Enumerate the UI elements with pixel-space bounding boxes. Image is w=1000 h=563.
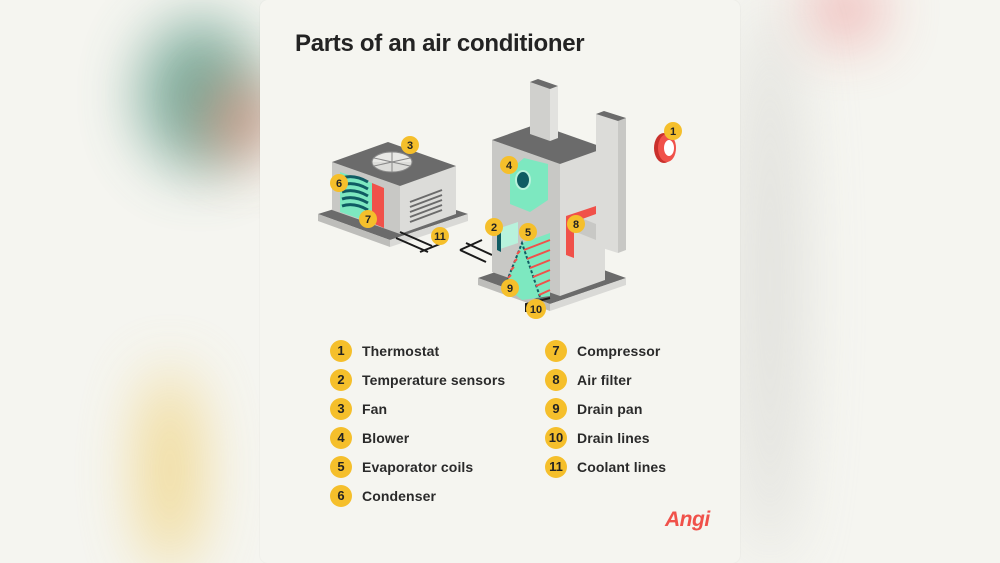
legend-item: 8 Air filter [545, 365, 666, 394]
thermostat-icon [654, 133, 676, 163]
svg-text:7: 7 [365, 214, 371, 226]
badge-8: 8 [567, 215, 585, 233]
legend-label: Condenser [362, 487, 437, 504]
svg-text:5: 5 [525, 227, 531, 239]
legend-label: Fan [362, 400, 388, 417]
badge-7: 7 [359, 210, 377, 228]
legend-label: Compressor [577, 342, 661, 359]
legend-number-badge: 9 [545, 397, 567, 420]
legend-item: 10 Drain lines [545, 423, 666, 452]
svg-text:3: 3 [407, 140, 413, 152]
svg-text:11: 11 [434, 231, 446, 243]
legend-right-column: 7 Compressor 8 Air filter 9 Drain pan 10 Dra… [545, 336, 666, 481]
svg-text:4: 4 [506, 160, 513, 172]
callout-badges: 1 2 3 4 5 6 7 8 9 10 11 [330, 122, 682, 319]
legend-label: Evaporator coils [362, 458, 474, 475]
svg-text:1: 1 [670, 126, 676, 138]
badge-2: 2 [485, 218, 503, 236]
legend-item: 3 Fan [330, 394, 505, 423]
air-conditioner-illustration: 1 2 3 4 5 6 7 8 9 10 11 [318, 79, 682, 319]
legend-item: 4 Blower [330, 423, 505, 452]
legend-number-badge: 5 [330, 455, 352, 478]
legend-label: Drain pan [577, 400, 643, 417]
badge-1: 1 [664, 122, 682, 140]
legend-number-badge: 11 [545, 455, 567, 478]
badge-9: 9 [501, 279, 519, 297]
angi-logo: Angi [665, 508, 710, 531]
badge-11: 11 [431, 227, 449, 245]
legend-number-badge: 6 [330, 484, 352, 507]
page-title: Parts of an air conditioner [295, 30, 585, 57]
legend-label: Thermostat [362, 342, 440, 359]
legend-number-badge: 1 [330, 339, 352, 362]
legend-item: 5 Evaporator coils [330, 452, 505, 481]
legend-label: Air filter [577, 371, 632, 388]
bg-blob-pink [810, 0, 880, 40]
badge-4: 4 [500, 156, 518, 174]
legend-number-badge: 7 [545, 339, 567, 362]
legend-label: Blower [362, 429, 410, 446]
condenser-unit [318, 142, 468, 247]
legend-item: 11 Coolant lines [545, 452, 666, 481]
legend-number-badge: 8 [545, 368, 567, 391]
legend-item: 1 Thermostat [330, 336, 505, 365]
furnace-unit [478, 79, 626, 312]
infographic-card: Parts of an air conditioner [260, 0, 740, 563]
bg-blob-gray [740, 0, 800, 563]
badge-10: 10 [526, 299, 546, 319]
legend-label: Drain lines [577, 429, 650, 446]
legend-item: 9 Drain pan [545, 394, 666, 423]
svg-text:6: 6 [336, 178, 342, 190]
badge-5: 5 [519, 223, 537, 241]
coolant-lines [395, 231, 493, 263]
bg-blob-yellow [140, 370, 200, 563]
legend-number-badge: 2 [330, 368, 352, 391]
legend-number-badge: 4 [330, 426, 352, 449]
legend-number-badge: 3 [330, 397, 352, 420]
badge-3: 3 [401, 136, 419, 154]
legend-item: 7 Compressor [545, 336, 666, 365]
svg-text:8: 8 [573, 219, 579, 231]
legend-item: 2 Temperature sensors [330, 365, 505, 394]
badge-6: 6 [330, 174, 348, 192]
svg-text:10: 10 [530, 304, 542, 316]
legend-label: Temperature sensors [362, 371, 506, 388]
legend-number-badge: 10 [545, 426, 567, 449]
legend-item: 6 Condenser [330, 481, 505, 510]
legend-label: Coolant lines [577, 458, 667, 475]
svg-text:2: 2 [491, 222, 497, 234]
svg-text:9: 9 [507, 283, 513, 295]
